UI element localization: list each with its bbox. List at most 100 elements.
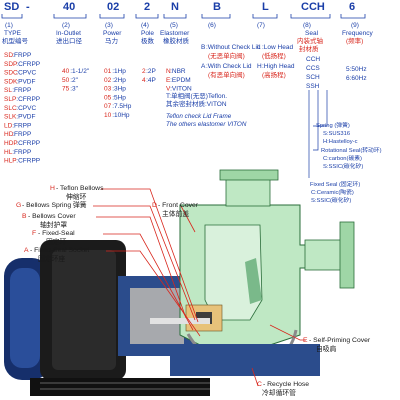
column-power-title: Power [103, 30, 122, 37]
seal-tree-lines [308, 90, 328, 178]
pole-list: 2:2P4:4P [142, 68, 156, 84]
rotational-legend: Rotational Seal(转动环) C:carbon(碳素) S:SSIC… [321, 146, 382, 170]
power-label-3: :5Hp [112, 94, 126, 101]
callout-e-en: - Self-Priming Cover [309, 337, 371, 344]
column-elastomer-title: Elastomer [160, 30, 190, 37]
code-head: L [262, 1, 269, 13]
pole-code-1: 4 [142, 77, 146, 84]
type-code-0: SD [4, 52, 13, 59]
code-dash-1: - [26, 1, 30, 13]
type-code-8: LD [4, 122, 13, 129]
outlet-list: 40:1-1/2"50:2"75:3" [62, 68, 90, 93]
frequency-60: 6:60Hz [346, 75, 367, 82]
teflon-note-1: Teflon check Lid Frame [166, 113, 232, 120]
elastomer-note-1: T:单相阀(无恶)Teflon. [166, 91, 227, 100]
outlet-label-0: :1-1/2" [70, 68, 90, 75]
coupling-inner [130, 288, 184, 344]
type-code-4: SL [4, 87, 12, 94]
callout-self: E - Self-Priming Cover 自吸肩 [303, 337, 371, 353]
head-h-cn: (高扬程) [262, 70, 286, 79]
pole-code-0: 2 [142, 68, 146, 75]
power-label-1: :2Hp [112, 77, 126, 84]
lid-a-cn: (有恶单向阀) [208, 70, 245, 79]
outlet-flange [219, 169, 279, 181]
code-elastomer: N [171, 1, 179, 13]
callout-h-letter: H [50, 185, 55, 192]
callout-f-en: - Fixed-Seal [38, 230, 75, 237]
column-seal-title-cn-1: 内装式轴 [297, 36, 324, 45]
fixed-legend-s: S:SSIC(碳化矽) [311, 196, 351, 204]
column-pole-num: (4) [141, 22, 149, 29]
elastomer-code-1: E [166, 77, 171, 84]
outlet-label-1: :2" [70, 77, 78, 84]
type-code-7: SLK [4, 114, 17, 121]
head-h-code: H [257, 63, 262, 70]
callout-c-cn: 冷却循环管 [262, 388, 296, 397]
lid-a-en: :With Check Lid [206, 63, 252, 70]
elastomer-note-2: 其余密封材质:VITON [166, 99, 227, 108]
model-code-heading: SD - 40 02 2 N B L CCH 6 [4, 1, 355, 13]
power-code-4: 07 [104, 103, 112, 110]
column-lid-num: (6) [208, 22, 216, 29]
spring-legend: Spring (弹簧) S:SUS316 H:Hastelloy-c [316, 121, 358, 145]
type-label-3: :PVDF [16, 78, 35, 85]
type-code-2: SDC [4, 70, 18, 77]
rotational-legend-s: S:SSIC(碳化矽) [323, 162, 363, 170]
seal-ssh: SSH [306, 83, 320, 90]
callout-b-cn: 轴封护罩 [40, 220, 67, 229]
outlet-code-0: 40 [62, 68, 70, 75]
callout-d-en: - Front Cover [158, 202, 199, 209]
type-code-1: SDP [4, 61, 17, 68]
callout-e-cn: 自吸肩 [316, 344, 336, 353]
outlet-pipe [225, 175, 271, 207]
seal-ccs: CCS [306, 65, 320, 72]
column-outlet-title-cn: 进出口径 [56, 36, 83, 45]
type-label-5: :CFRPP [16, 96, 40, 103]
callout-b-en: - Bellows Cover [28, 213, 76, 220]
inlet-flange [339, 221, 355, 289]
lid-b-cn: (无恶单向阀) [208, 51, 245, 60]
column-power: (3) Power 马力 01:1Hp02:2Hp03:3Hp05:5Hp07:… [103, 22, 132, 119]
pole-label-0: :2P [146, 68, 156, 75]
power-label-0: :1Hp [112, 68, 126, 75]
callout-f-cn: 固定环 [46, 237, 67, 246]
seal-cch: CCH [306, 56, 320, 63]
lid-b-code: B [201, 44, 205, 51]
callout-h-en: - Teflon Bellows [56, 185, 104, 192]
callouts-left: H - Teflon Bellows 伸缩环 G - Bellows Sprin… [16, 185, 104, 263]
fixed-legend: Fixed Seal (固定环) C:Ceramic(陶瓷) S:SSIC(碳化… [310, 180, 360, 204]
head-h-en: :High Head [262, 63, 295, 70]
power-code-2: 03 [104, 86, 112, 93]
elastomer-code-0: N [166, 68, 171, 75]
type-label-6: :CPVC [16, 105, 36, 112]
column-power-num: (3) [105, 22, 113, 29]
pump-support [170, 344, 320, 376]
column-frequency-title-cn: (频率) [346, 36, 363, 45]
fixed-legend-c: C:Ceramic(陶瓷) [311, 188, 354, 196]
inlet-pipe [304, 239, 346, 271]
head-l-en: :Low Head [262, 44, 293, 51]
code-pole: 2 [144, 1, 150, 13]
head-l-cn: (低扬程) [262, 51, 286, 60]
column-type-title: TYPE [4, 30, 22, 37]
lid-b-en: :Without Check Lid [206, 44, 261, 51]
callout-h-cn: 伸缩环 [66, 192, 87, 201]
type-label-12: :CFRPP [16, 158, 40, 165]
type-label-2: :CPVC [16, 70, 36, 77]
type-code-9: HD [4, 131, 14, 138]
callout-g-en: - Bellows Spring 弹簧 [22, 200, 87, 209]
head-l-code: L [257, 44, 261, 51]
motor-base-stripe-2 [40, 388, 210, 390]
motor-base [30, 378, 210, 396]
type-list: SD:FRPPSDP:CFRPPSDC:CPVCSDK:PVDFSL:FRPPS… [4, 52, 40, 165]
type-label-4: :FRPP [12, 87, 31, 94]
callout-front: D - Front Cover 主体前盖 [152, 202, 199, 218]
code-frequency: 6 [349, 1, 355, 13]
frequency-50: 5:50Hz [346, 66, 367, 73]
spring-legend-h: H:Hastelloy-c [323, 139, 358, 145]
type-code-5: SLP [4, 96, 16, 103]
power-label-2: :3Hp [112, 86, 126, 93]
